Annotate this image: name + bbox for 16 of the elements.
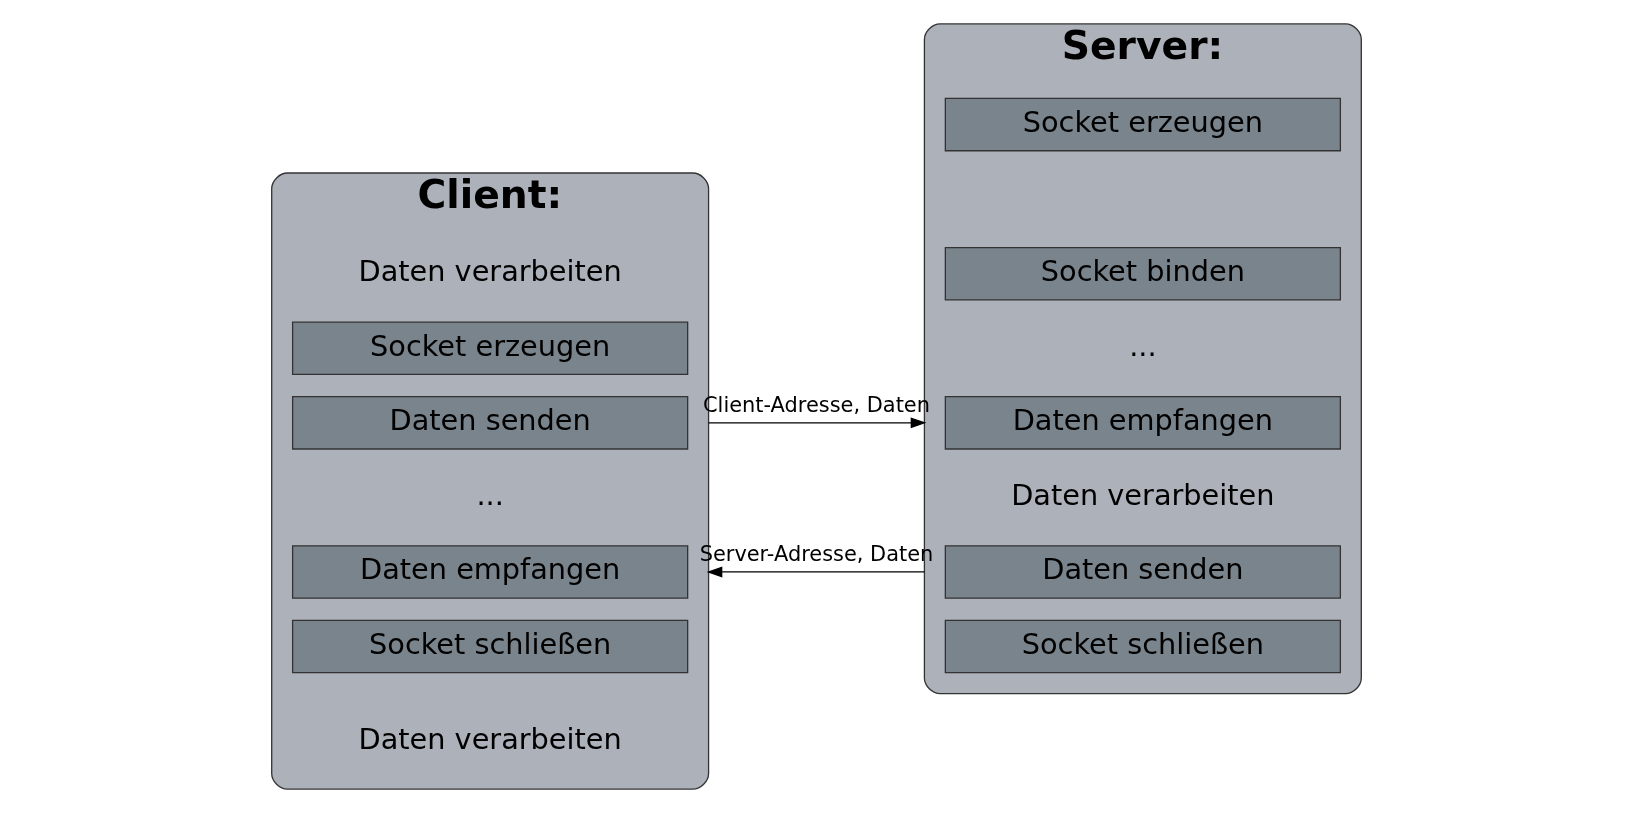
node-text: ... <box>475 477 504 512</box>
node-box: Daten empfangen <box>944 396 1341 450</box>
node-box: Daten empfangen <box>291 545 688 599</box>
node-text: Daten verarbeiten <box>357 722 622 757</box>
node-box: Socket schließen <box>944 619 1341 674</box>
node-box: Socket schließen <box>291 619 688 674</box>
node-text: ... <box>1128 328 1157 363</box>
node-text: Daten verarbeiten <box>1010 477 1275 512</box>
node-box: Socket erzeugen <box>291 321 688 376</box>
node-text: Daten verarbeiten <box>357 254 622 289</box>
arrow <box>706 566 925 578</box>
node-box: Socket binden <box>944 246 1341 301</box>
node-box: Daten senden <box>291 396 688 450</box>
node-box: Daten senden <box>944 545 1341 599</box>
node-box: Socket erzeugen <box>944 97 1341 152</box>
arrow <box>707 417 926 429</box>
